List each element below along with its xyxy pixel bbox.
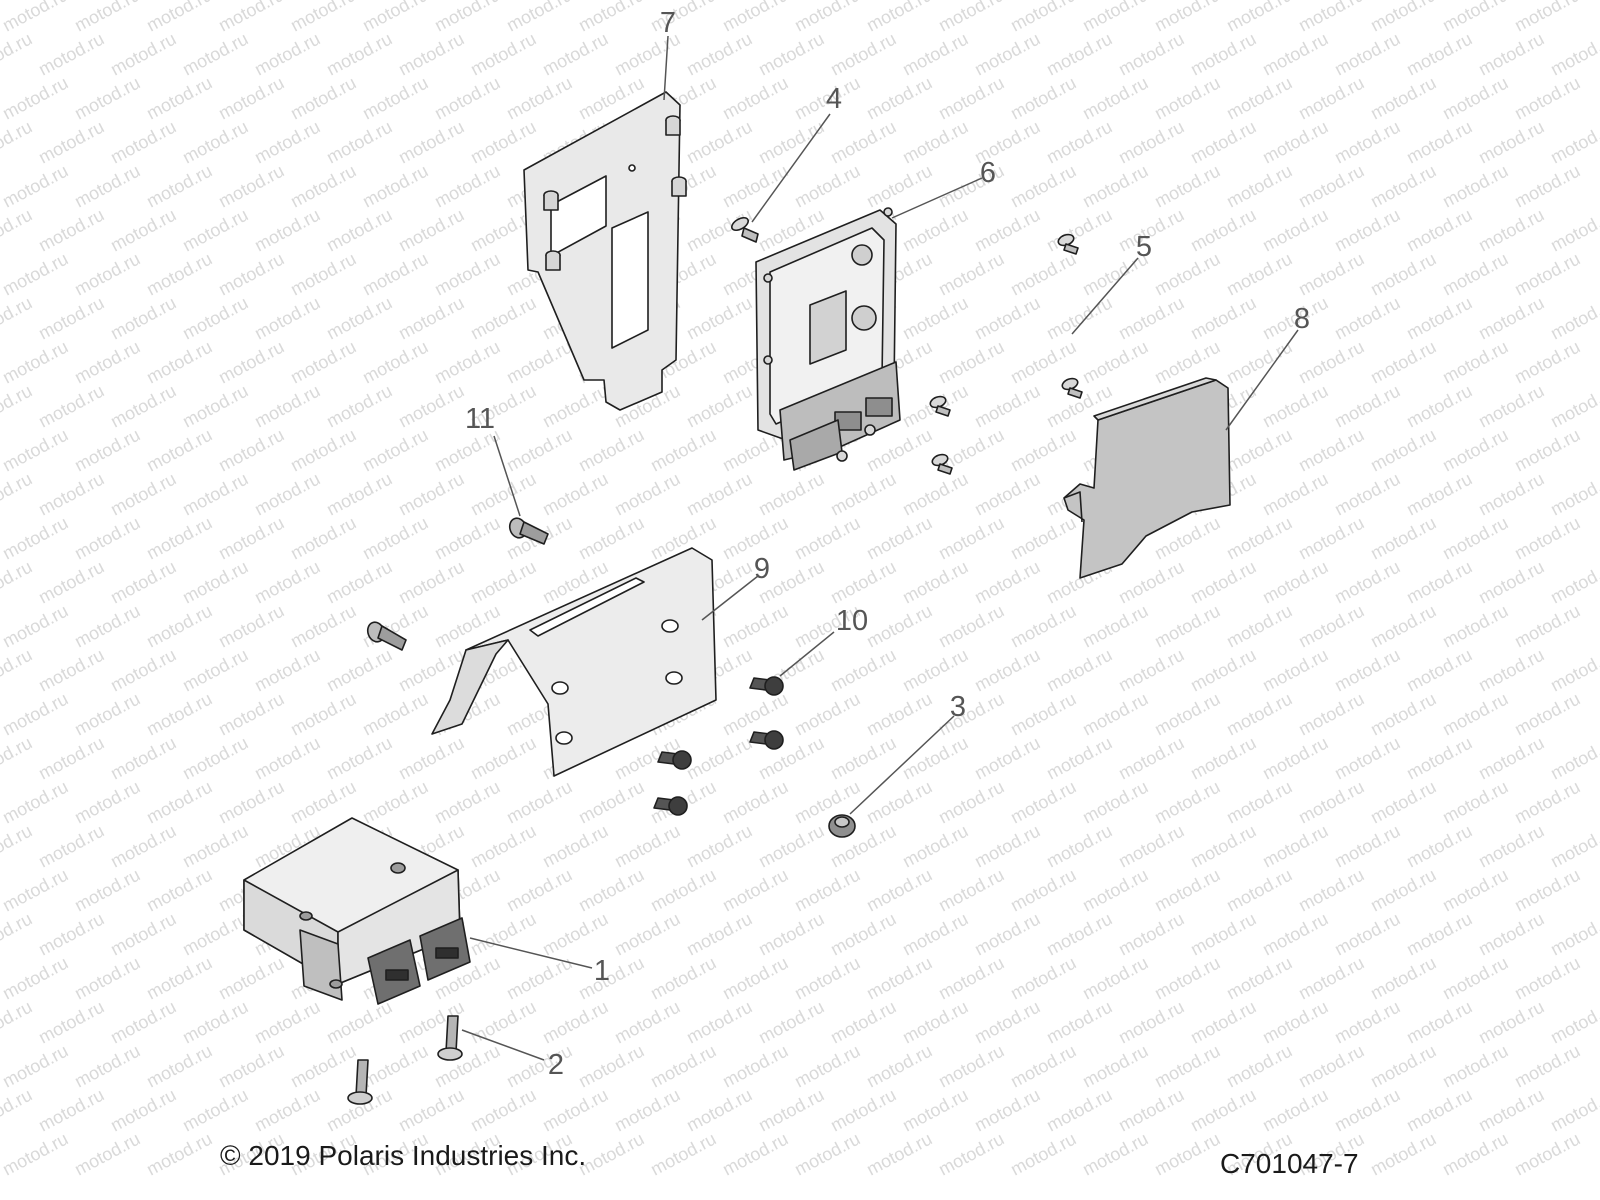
callout-labels: 7 4 6 5 8 11 9 10 3 1 2	[465, 7, 1310, 1081]
part-11-bolt-b	[366, 621, 407, 651]
callout-11: 11	[465, 403, 495, 435]
callout-9: 9	[754, 553, 770, 585]
part-1-controller-module	[243, 817, 471, 1005]
callout-5: 5	[1136, 231, 1152, 263]
callout-8: 8	[1294, 303, 1310, 335]
part-8-cover	[1063, 377, 1231, 579]
plate-stud	[543, 115, 687, 271]
leader-lines	[461, 35, 1299, 1061]
part-3-nut	[828, 814, 856, 838]
part-9-bracket	[431, 547, 717, 777]
callout-2: 2	[548, 1049, 564, 1081]
part-5-screw-set	[929, 233, 1083, 475]
copyright-notice: © 2019 Polaris Industries Inc.	[220, 1140, 587, 1171]
diagram-code: C701047-7	[1220, 1148, 1359, 1179]
callout-3: 3	[950, 691, 966, 723]
part-11-bolt	[508, 517, 549, 545]
part-2-bolts	[347, 1015, 463, 1105]
part-6-ecu-module	[755, 207, 901, 471]
part-4-screw	[731, 216, 759, 243]
callout-4: 4	[826, 83, 842, 115]
callout-1: 1	[594, 955, 610, 987]
callout-7: 7	[660, 7, 676, 39]
part-10-rivets	[653, 676, 784, 816]
callout-6: 6	[980, 157, 996, 189]
part-7-mounting-plate	[523, 91, 687, 411]
callout-10: 10	[836, 605, 868, 637]
